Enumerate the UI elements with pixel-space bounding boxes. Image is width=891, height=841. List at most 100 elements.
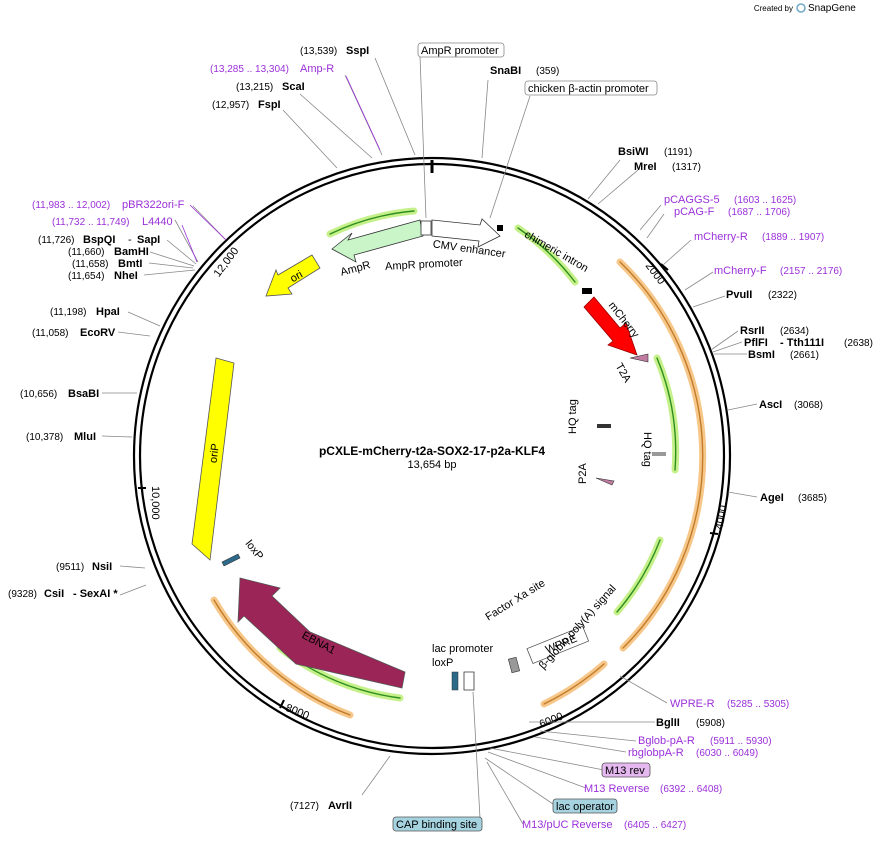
primer-pos-mcherryf: (2157 .. 2176) (780, 266, 842, 277)
site-pos-snabi: (359) (536, 66, 559, 77)
svg-text:Created by: Created by (754, 4, 793, 13)
primer-m13reverse: M13 Reverse (584, 783, 649, 795)
site-pos-hpai: (11,198) (50, 307, 87, 318)
svg-text:SnapGene: SnapGene (808, 3, 856, 14)
ebna1-arrow (237, 577, 406, 689)
site-sapi: SapI (137, 234, 160, 246)
site-pos-bsmi: (2661) (790, 350, 819, 361)
primer-pbr322ori: pBR322ori-F (122, 199, 185, 211)
primer-pos-pcagf: (1687 .. 1706) (728, 207, 790, 218)
primer-pos-ampr: (13,285 .. 13,304) (210, 64, 289, 75)
hq-tag-mark (652, 452, 666, 456)
site-pos-mlui: (10,378) (26, 432, 63, 443)
site-snabi: SnaBI (490, 65, 521, 77)
feature-halos (210, 207, 707, 719)
primer-l4440: L4440 (142, 216, 173, 228)
primer-pos-mcherryr: (1889 .. 1907) (762, 232, 824, 243)
label-orip: oriP (208, 443, 222, 464)
intron-start-mark (497, 225, 503, 231)
primer-ampr: Amp-R (300, 63, 334, 75)
site-pos-asci: (3068) (794, 400, 823, 411)
primer-pos-m13pucreverse: (6405 .. 6427) (624, 820, 686, 831)
site-mlui: MluI (74, 431, 96, 443)
site-sep-sapi: - (128, 234, 132, 246)
box-m13-rev: M13 rev (605, 765, 645, 777)
site-bsiwi: BsiWI (618, 146, 649, 158)
ampr-arrow (331, 219, 424, 263)
site-csii: CsiI (44, 588, 64, 600)
label-loxp-left: loxP (243, 538, 266, 562)
site-tth111i: - Tth111I (780, 337, 824, 349)
site-bamhi: BamHI (114, 246, 149, 258)
primer-pos-bglobpar: (5911 .. 5930) (710, 736, 772, 747)
site-labels-left: (13,539) SspI (13,285 .. 13,304) Amp-R (… (8, 45, 369, 812)
cmv-enhancer-arrow (431, 218, 501, 248)
site-pvuii: PvuII (726, 289, 752, 301)
plasmid-length: 13,654 bp (408, 459, 457, 471)
site-pos-agei: (3685) (798, 493, 827, 504)
label-ori: ori (288, 269, 305, 286)
primer-pos-pcaggs5: (1603 .. 1625) (734, 195, 796, 206)
label-hq-tag-2: HQ tag (567, 399, 579, 434)
beta-globin-mark (507, 656, 521, 674)
label-t2a: T2A (613, 361, 634, 385)
site-bglii: BglII (656, 717, 680, 729)
site-pos-bspqi: (11,726) (38, 235, 75, 246)
primer-pos-rbglobpar: (6030 .. 6049) (696, 748, 758, 759)
label-lac-promoter: lac promoter (432, 643, 493, 655)
tick-8000: 8000 (284, 702, 311, 722)
lac-marks (463, 671, 475, 691)
site-bmti: BmtI (118, 258, 142, 270)
tick-10000: 10,000 (149, 486, 161, 520)
site-labels-right: SnaBI (359) BsiWI (1191) MreI (1317) pCA… (490, 65, 873, 831)
ampr-promoter-box (420, 220, 432, 236)
feature-arrows (191, 218, 666, 691)
primer-pos-pbr322ori: (11,983 .. 12,002) (32, 200, 110, 211)
primer-m13pucreverse: M13/pUC Reverse (522, 819, 612, 831)
label-ampr: AmpR (339, 259, 372, 279)
plasmid-name: pCXLE-mCherry-t2a-SOX2-17-p2a-KLF4 (319, 444, 545, 458)
loxp-left (221, 553, 241, 567)
site-pos-ecorv: (11,058) (32, 328, 69, 339)
primer-lines (181, 75, 381, 263)
primer-wprer: WPRE-R (670, 698, 715, 710)
site-pos-scai: (13,215) (236, 82, 273, 93)
site-pos-bglii: (5908) (696, 718, 725, 729)
site-pflfi: PflFI (744, 337, 768, 349)
label-loxp-right: loxP (432, 657, 453, 669)
primer-pos-l4440: (11,732 .. 11,749) (52, 217, 129, 228)
primer-pos-wprer: (5285 .. 5305) (727, 699, 789, 710)
label-chimeric-intron: chimeric intron (522, 229, 590, 275)
site-nsii: NsiI (92, 561, 112, 573)
site-sspi: SspI (346, 45, 369, 57)
p2a-mark (595, 477, 615, 486)
tick-4000: 4000 (714, 504, 730, 530)
loxp-right (451, 671, 459, 691)
box-chicken-actin-promoter: chicken β-actin promoter (528, 83, 649, 95)
site-pos-nsii: (9511) (56, 562, 84, 573)
site-pos-bsiwi: (1191) (664, 147, 692, 158)
site-bsmi: BsmI (748, 349, 775, 361)
orip-arrow (191, 357, 235, 561)
site-pos-bmti: (11,658) (72, 259, 109, 270)
site-rsrii: RsrII (740, 325, 764, 337)
primer-pcaggs5: pCAGGS-5 (664, 194, 720, 206)
label-ampr-promoter-inner: AmpR promoter (385, 257, 463, 273)
site-hpai: HpaI (96, 306, 120, 318)
snapgene-logo-icon (796, 3, 806, 13)
site-pos-bsabi: (10,656) (20, 389, 57, 400)
hq-tag-mark-2 (597, 424, 611, 428)
backbone-outer (132, 156, 732, 756)
boxed-labels: AmpR promoter chicken β-actin promoter C… (392, 42, 658, 832)
primer-pos-m13reverse: (6392 .. 6408) (660, 784, 722, 795)
site-bspqi: BspQI (83, 234, 115, 246)
site-pos-pvuii: (2322) (768, 290, 797, 301)
primer-mcherryr: mCherry-R (694, 231, 748, 243)
site-scai: ScaI (282, 81, 305, 93)
label-p2a: P2A (577, 463, 589, 484)
site-mrei: MreI (634, 161, 657, 173)
site-pos-nhei: (11,654) (68, 271, 105, 282)
site-pos-mrei: (1317) (672, 162, 701, 173)
t2a-mark (629, 353, 649, 363)
